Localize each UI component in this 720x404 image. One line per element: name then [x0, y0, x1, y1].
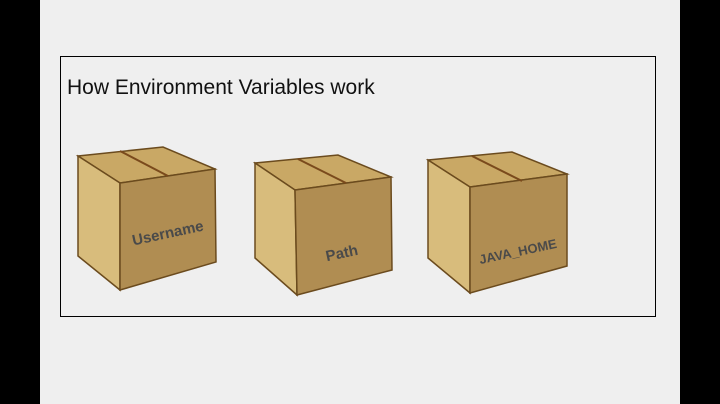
box-label-path: Path — [324, 242, 359, 265]
slide-title: How Environment Variables work — [67, 76, 375, 99]
boxes-diagram: Username Path JAVA_HOME — [75, 146, 570, 297]
box-username: Username — [75, 146, 218, 292]
box-front-side — [469, 173, 568, 294]
tape-line — [297, 158, 347, 184]
tape-line — [471, 155, 523, 182]
box-java-home: JAVA_HOME — [425, 151, 570, 295]
slide: How Environment Variables work Username … — [40, 0, 680, 404]
box-front-side — [119, 168, 217, 291]
box-front-side — [294, 176, 393, 296]
tape-line — [119, 150, 169, 177]
box-path: Path — [252, 154, 394, 297]
